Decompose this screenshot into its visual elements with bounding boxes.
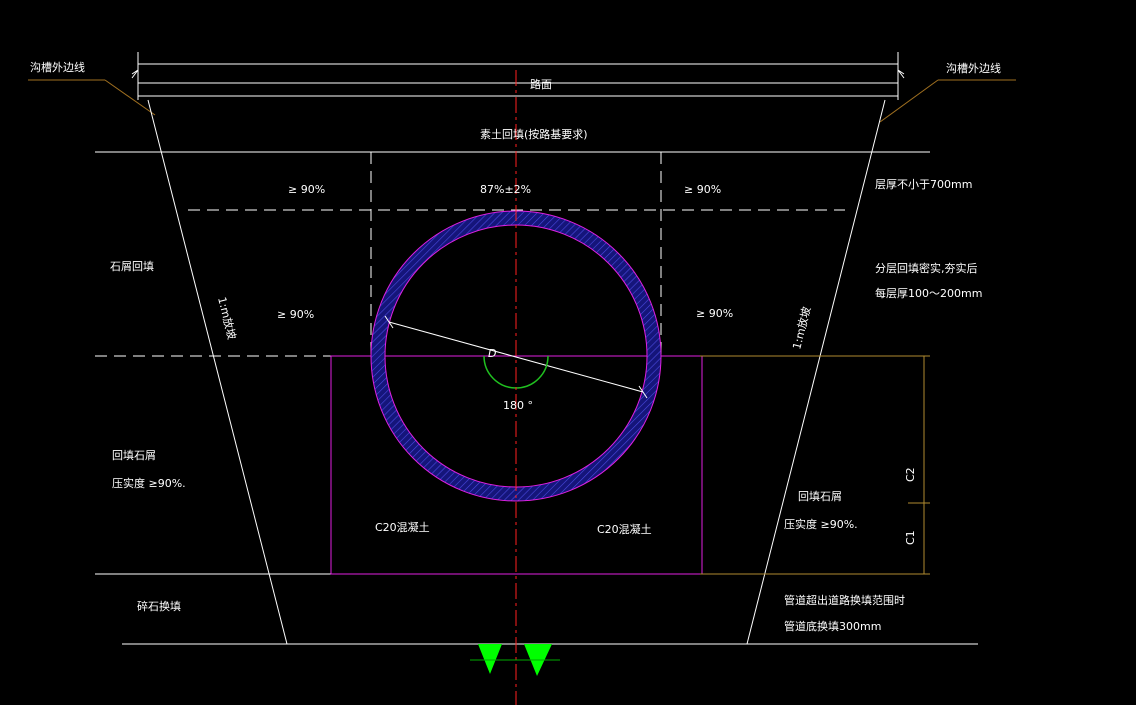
label-gravel-replace: 碎石换填 bbox=[137, 599, 181, 613]
label-pipe-diameter: D bbox=[488, 347, 496, 360]
label-slope-right: 1:m放坡 bbox=[789, 305, 813, 351]
label-compaction-87: 87%±2% bbox=[480, 183, 531, 196]
label-angle: 180 ° bbox=[503, 399, 533, 412]
label-backfill-left-1: 回填石屑 bbox=[112, 448, 156, 462]
ground-markers bbox=[470, 644, 560, 676]
label-layered-note-2: 每层厚100～200mm bbox=[875, 286, 982, 300]
label-note-bottom-1: 管道超出道路换填范围时 bbox=[784, 593, 905, 607]
label-compaction-90-ul: ≥ 90% bbox=[288, 183, 325, 196]
label-road-surface: 路面 bbox=[530, 78, 552, 91]
pipe-zone-dashed bbox=[370, 152, 662, 356]
label-soil-backfill: 素土回填(按路基要求) bbox=[480, 127, 588, 141]
label-compaction-90-ml: ≥ 90% bbox=[277, 308, 314, 321]
label-compaction-90-ur: ≥ 90% bbox=[684, 183, 721, 196]
label-backfill-left-2: 压实度 ≥90%. bbox=[112, 476, 186, 490]
label-dim-c1: C1 bbox=[904, 530, 917, 545]
label-trench-edge-right: 沟槽外边线 bbox=[946, 61, 1001, 75]
label-note-bottom-2: 管道底换填300mm bbox=[784, 619, 881, 633]
label-backfill-right-2: 压实度 ≥90%. bbox=[784, 517, 858, 531]
vertical-dimension bbox=[700, 355, 930, 575]
label-slope-left: 1:m放坡 bbox=[215, 295, 239, 341]
diameter-line bbox=[384, 315, 648, 399]
label-backfill-right-1: 回填石屑 bbox=[798, 489, 842, 503]
label-stone-chip-backfill: 石屑回填 bbox=[110, 259, 154, 273]
trench-edge-leaders bbox=[28, 79, 1016, 123]
label-dim-c2: C2 bbox=[904, 467, 917, 482]
label-trench-edge-left: 沟槽外边线 bbox=[30, 60, 85, 74]
label-layer-thickness: 层厚不小于700mm bbox=[875, 178, 972, 191]
label-concrete-left: C20混凝土 bbox=[375, 520, 430, 534]
label-compaction-90-mr: ≥ 90% bbox=[696, 307, 733, 320]
road-surface-lines bbox=[131, 52, 905, 100]
trench-walls bbox=[147, 99, 886, 645]
label-concrete-right: C20混凝土 bbox=[597, 522, 652, 536]
label-layered-note-1: 分层回填密实,夯实后 bbox=[875, 261, 978, 275]
